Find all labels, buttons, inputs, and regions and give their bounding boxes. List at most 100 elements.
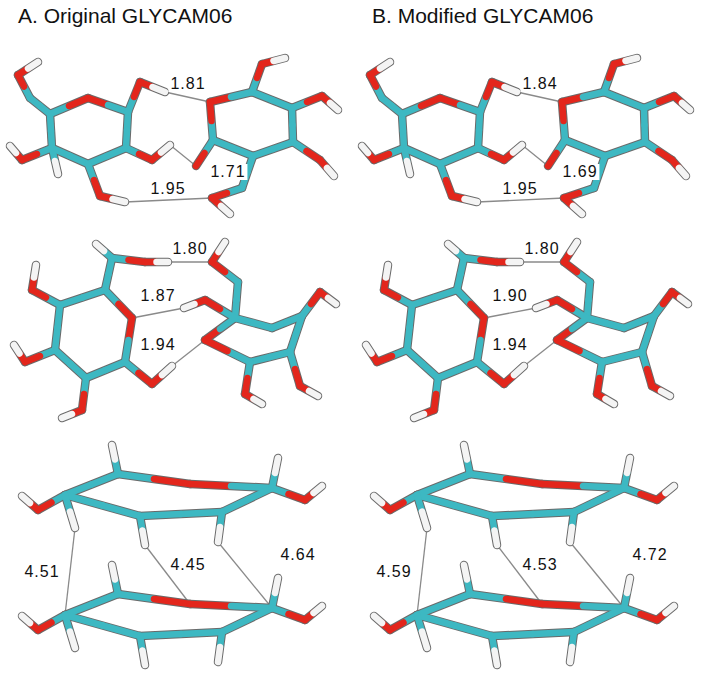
bond-outline: [320, 160, 334, 176]
bond-half: [362, 146, 368, 153]
bond-outline: [253, 142, 293, 156]
bond-half: [218, 527, 220, 542]
distance-line: [517, 92, 562, 102]
bond-half: [55, 328, 58, 351]
bond-outline: [88, 98, 128, 112]
bond-outline: [542, 484, 624, 488]
bond-outline: [366, 345, 377, 362]
bond-outline: [384, 290, 412, 305]
bond-outline: [212, 188, 242, 198]
bond-half: [162, 366, 172, 375]
bond-half: [103, 506, 141, 517]
bond-outline: [390, 615, 417, 630]
bond-outline: [434, 378, 438, 410]
bond-half: [514, 366, 524, 375]
bond-outline: [210, 102, 213, 140]
bond-half: [247, 608, 272, 620]
bond-outline: [140, 516, 145, 545]
bond-half: [506, 599, 542, 604]
bond-half: [118, 594, 154, 599]
bond-half: [374, 616, 382, 623]
bond-outline: [245, 394, 262, 404]
bond-outline: [322, 96, 338, 110]
distance-label: 4.51: [22, 564, 61, 580]
bond-outline: [140, 512, 222, 516]
bond-outline: [60, 290, 105, 305]
bond-outline: [570, 632, 574, 662]
bond-outline: [272, 608, 305, 620]
bond-outline: [587, 318, 624, 328]
distance-line: [218, 542, 272, 608]
bond-outline: [262, 58, 285, 64]
bond-half: [573, 206, 582, 214]
bond-half: [536, 304, 547, 308]
bond-half: [309, 391, 318, 396]
bond-outline: [492, 636, 497, 665]
bond-outline: [292, 96, 322, 108]
bond-half: [580, 351, 603, 362]
bond-half: [465, 199, 478, 202]
molecule: [10, 58, 338, 214]
bond-half: [314, 486, 323, 493]
bond-half: [96, 244, 104, 251]
bond-half: [254, 399, 263, 404]
bond-half: [92, 594, 119, 605]
bond-outline: [417, 495, 492, 516]
bond-half: [58, 305, 61, 328]
bond-half: [666, 486, 675, 493]
bond-half: [574, 620, 599, 632]
bond-half: [495, 531, 498, 546]
bond-outline: [440, 98, 480, 112]
bond-outline: [212, 198, 230, 214]
bond-half: [599, 608, 624, 620]
bond-outline: [125, 318, 132, 362]
bond-outline: [412, 290, 457, 305]
bond-outline: [504, 366, 524, 384]
distance-label: 1.71: [208, 164, 247, 180]
bond-outline: [604, 64, 614, 92]
bond-half: [374, 496, 382, 503]
bond-outline: [624, 608, 657, 620]
bond-half: [509, 259, 521, 266]
bond-half: [680, 298, 688, 304]
bond-outline: [235, 318, 272, 328]
bond-half: [140, 634, 181, 636]
distance-line: [170, 145, 196, 166]
bond-half: [627, 458, 630, 473]
bond-outline: [22, 148, 52, 160]
bond-half: [161, 145, 170, 153]
bond-outline: [565, 140, 605, 156]
bond-outline: [252, 64, 262, 92]
bond-half: [328, 298, 336, 304]
bond-outline: [564, 188, 594, 198]
bond-half: [70, 632, 75, 649]
bond-half: [410, 305, 413, 328]
bond-outline: [88, 148, 126, 164]
bond-half: [627, 578, 630, 593]
molecule: [362, 58, 690, 214]
column-heading: A. Original GLYCAM06: [18, 4, 232, 28]
bond-outline: [477, 318, 484, 362]
bond-half: [666, 606, 675, 613]
bond-outline: [374, 148, 404, 160]
bond-half: [455, 626, 493, 637]
bond-half: [481, 318, 485, 340]
bond-outline: [190, 484, 272, 488]
bond-half: [574, 500, 599, 512]
bond-outline: [470, 594, 542, 604]
bond-outline: [18, 75, 30, 98]
bond-outline: [96, 244, 112, 258]
bond-outline: [478, 148, 504, 160]
bond-outline: [65, 594, 118, 615]
bond-outline: [205, 300, 235, 318]
bond-half: [22, 496, 30, 503]
bond-outline: [417, 594, 470, 615]
distance-label: 1.95: [148, 181, 187, 197]
bond-outline: [602, 352, 642, 362]
bond-half: [129, 318, 133, 340]
bond-outline: [624, 458, 630, 488]
bond-outline: [112, 445, 118, 474]
bond-outline: [112, 565, 118, 594]
bond-outline: [38, 495, 65, 510]
